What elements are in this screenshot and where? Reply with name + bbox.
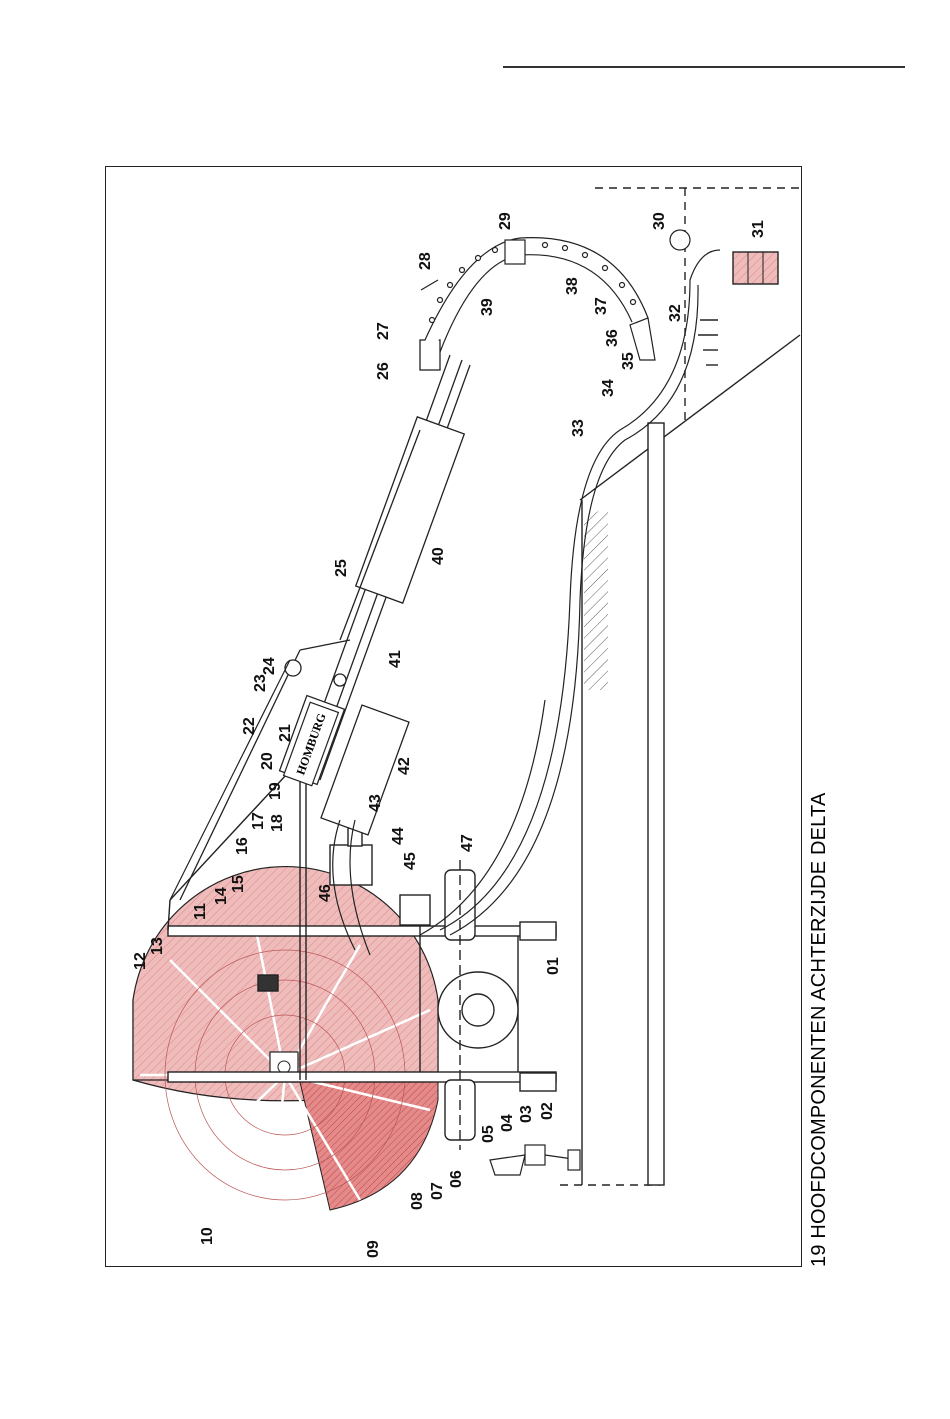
label-20: 20	[259, 752, 276, 770]
label-16: 16	[234, 837, 251, 855]
label-47: 47	[459, 834, 476, 852]
label-38: 38	[564, 277, 581, 295]
label-29: 29	[497, 212, 514, 230]
label-23: 23	[252, 674, 269, 692]
label-37: 37	[593, 297, 610, 315]
label-24: 24	[261, 657, 278, 675]
label-11: 11	[192, 903, 209, 920]
label-01: 01	[545, 957, 562, 975]
label-09: 09	[365, 1240, 382, 1258]
label-27: 27	[375, 322, 392, 340]
label-45: 45	[402, 852, 419, 870]
label-28: 28	[417, 252, 434, 270]
label-02: 02	[539, 1102, 556, 1120]
label-26: 26	[375, 362, 392, 380]
label-19: 19	[267, 782, 284, 800]
parking-jack	[490, 1145, 580, 1175]
label-39: 39	[479, 298, 496, 316]
hose-lines	[170, 250, 720, 955]
label-43: 43	[367, 794, 384, 812]
label-13: 13	[149, 937, 166, 955]
label-04: 04	[499, 1114, 516, 1132]
label-12: 12	[132, 952, 149, 970]
label-44: 44	[390, 827, 407, 845]
label-14: 14	[213, 887, 230, 905]
label-07: 07	[429, 1182, 446, 1200]
label-33: 33	[570, 419, 587, 437]
label-10: 10	[199, 1227, 216, 1245]
label-05: 05	[480, 1125, 497, 1143]
label-25: 25	[333, 559, 350, 577]
label-41: 41	[387, 650, 404, 668]
boom-arm	[180, 340, 470, 900]
label-30: 30	[651, 212, 668, 230]
label-35: 35	[620, 352, 637, 370]
label-17: 17	[250, 812, 267, 830]
label-03: 03	[518, 1105, 535, 1123]
label-32: 32	[667, 304, 684, 322]
label-34: 34	[600, 379, 617, 397]
label-36: 36	[604, 329, 621, 347]
figure-caption: 19 HOOFDCOMPONENTEN ACHTERZIJDE DELTA	[808, 167, 838, 1267]
ground-slope	[580, 320, 800, 1185]
nozzle-beam	[421, 230, 690, 360]
label-46: 46	[317, 884, 334, 902]
label-15: 15	[230, 875, 247, 893]
label-31: 31	[750, 220, 767, 238]
label-18: 18	[269, 814, 286, 832]
label-42: 42	[396, 757, 413, 775]
label-21: 21	[277, 724, 294, 742]
label-22: 22	[241, 717, 258, 735]
label-40: 40	[430, 547, 447, 565]
label-08: 08	[409, 1192, 426, 1210]
label-06: 06	[448, 1170, 465, 1188]
hose-reel	[133, 867, 438, 1228]
filter-basket	[733, 252, 778, 284]
